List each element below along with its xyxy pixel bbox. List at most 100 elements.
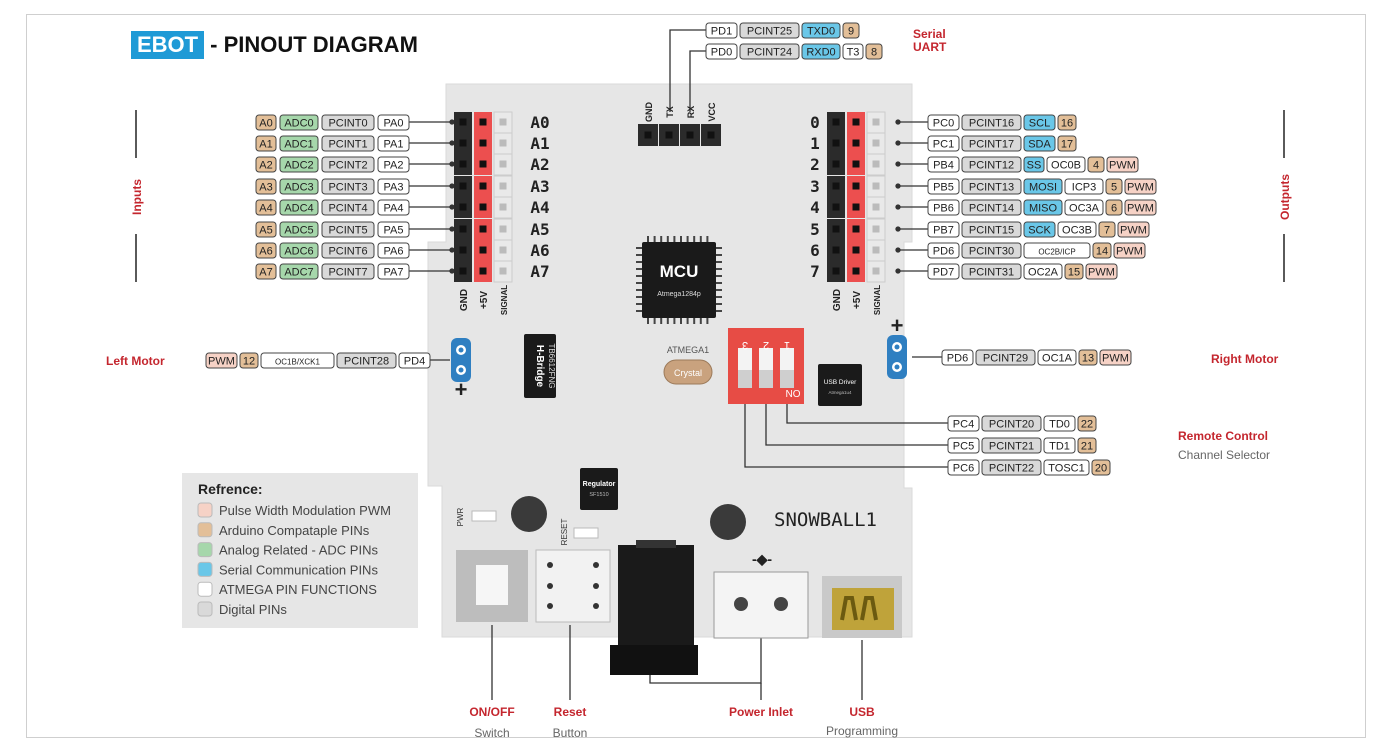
top-header-pin-3 [701,124,721,146]
right-pin-dot-5 [895,226,901,232]
reset-label: Reset [554,705,587,719]
left-pin-row-4-cell-0-text: A4 [259,203,272,215]
right-board-label-3: 3 [810,177,820,196]
right-pin-row-6-cell-0: PD6 [927,242,960,259]
right-pin-row-2-cell-4: 4 [1087,156,1105,173]
regulator-chip: Regulator SF1510 [580,468,618,510]
uart-tx-wire [669,29,706,112]
left-motor-row-cell-4: PD4 [398,352,431,369]
left-motor-row-cell-3: PCINT28 [336,352,397,369]
right-header-pin-6-2 [866,239,886,262]
left-header-col-label-0: GND [459,289,470,311]
left-pin-row-2-cell-2-text: PCINT2 [328,160,367,172]
left-pin-dot-7 [449,268,455,274]
left-pin-row-4-cell-1: ADC4 [279,199,319,216]
left-pin-row-6-cell-0-text: A6 [259,246,272,258]
right-header-pin-0-0 [827,112,845,133]
left-pin-row-4-cell-3-text: PA4 [384,203,404,215]
dip-switch[interactable]: 3 2 1 ON [728,328,804,404]
uart-row-0-cell-2-text: TXD0 [807,26,835,38]
legend-item-1: Arduino Compataple PINs [197,522,370,538]
remote-row-2-cell-1-text: PCINT22 [989,463,1034,475]
mcu-title: MCU [660,262,699,281]
power-terminal[interactable] [713,571,809,639]
legend-title: Refrence: [198,481,263,497]
left-pin-row-2-cell-3: PA2 [377,156,410,173]
left-motor-row-cell-3-text: PCINT28 [344,356,389,368]
right-pin-row-7-cell-4-text: PWM [1088,267,1115,279]
power-jack[interactable] [610,540,698,675]
left-board-label-6: A6 [530,241,549,260]
remote-row-0-cell-3-text: 22 [1081,419,1093,431]
right-pin-row-0-cell-2-text: SCL [1029,118,1050,130]
right-pin-row-2-cell-3: OC0B [1046,156,1086,173]
right-header-pin-5-1 [847,219,865,240]
right-pin-row-6-cell-1-text: PCINT30 [969,246,1014,258]
right-pin-row-6-cell-4-text: PWM [1116,246,1143,258]
left-header-pin-2-0 [454,154,472,175]
right-header-pin-4-0 [827,197,845,218]
left-pin-row-7-cell-3: PA7 [377,263,410,280]
on-off-switch[interactable] [456,550,528,622]
remote-row-1-cell-0: PC5 [947,437,980,454]
remote-row-1-cell-2: TD1 [1043,437,1076,454]
left-pin-row-7-cell-1: ADC7 [279,263,319,280]
right-header-pin-3-2 [866,175,886,198]
board-name: SNOWBALL1 [774,509,877,531]
left-pin-row-5-cell-3: PA5 [377,221,410,238]
right-pin-row-4-cell-4: 6 [1105,199,1123,216]
right-pin-dot-6 [895,247,901,253]
left-motor-connector [451,338,471,382]
uart-row-0-cell-0: PD1 [705,22,738,39]
left-header-pin-5-1 [474,219,492,240]
right-header-pin-1-0 [827,133,845,154]
left-pin-row-2-cell-0: A2 [255,156,277,173]
usb-connector[interactable] [822,576,902,638]
remote-row-2-cell-2: TOSC1 [1043,459,1090,476]
left-motor-row-cell-0: PWM [205,352,238,369]
channel-selector-label: Channel Selector [1178,448,1270,462]
left-pin-row-6-cell-2: PCINT6 [321,242,375,259]
jack-callout-wire [649,628,762,684]
left-header-pin-7-1 [474,261,492,282]
left-pin-row-3-cell-0-text: A3 [259,182,272,194]
top-header-label-2: RX [686,106,696,119]
dip-number-2: 2 [763,339,769,351]
left-pin-row-7-cell-3-text: PA7 [384,267,404,279]
left-pin-row-3-cell-0: A3 [255,178,277,195]
left-header-pin-5-2 [493,218,513,241]
right-pin-row-1-cell-1: PCINT17 [961,135,1022,152]
right-pin-row-2-cell-4-text: 4 [1093,160,1099,172]
left-pin-row-1-cell-1-text: ADC1 [284,139,313,151]
right-header-pin-5-0 [827,219,845,240]
crystal [663,359,713,385]
right-pin-row-3-cell-0: PB5 [927,178,960,195]
reset-button[interactable] [535,549,611,623]
hbridge-chip: H-Bridge TB6612FNG [524,334,556,398]
left-pin-row-0-cell-2: PCINT0 [321,114,375,131]
left-pin-dot-2 [449,161,455,167]
left-pin-row-5-cell-1: ADC5 [279,221,319,238]
power-inlet-label: Power Inlet [729,705,793,719]
remote-row-2-cell-1: PCINT22 [981,459,1042,476]
legend-item-label-0: Pulse Width Modulation PWM [219,503,391,518]
right-pin-row-4-cell-5: PWM [1124,199,1157,216]
left-pin-row-3-cell-2: PCINT3 [321,178,375,195]
uart-row-1-cell-0-text: PD0 [711,47,732,59]
remote-row-0-cell-0: PC4 [947,415,980,432]
right-pin-row-2-cell-5-text: PWM [1109,160,1136,172]
right-pin-row-5-cell-0: PB7 [927,221,960,238]
remote-row-0-cell-1: PCINT20 [981,415,1042,432]
right-pin-row-5-cell-3-text: OC3B [1062,225,1092,237]
crystal-label: Crystal [674,368,702,378]
uart-row-1-cell-3: T3 [842,43,864,60]
right-header-col-label-0: GND [832,289,843,311]
uart-row-1-cell-4: 8 [865,43,883,60]
uart-row-1-cell-3-text: T3 [847,47,860,59]
right-pin-row-4-cell-2-text: MISO [1029,203,1058,215]
right-header-pin-3-1 [847,176,865,197]
right-pin-row-4-cell-1-text: PCINT14 [969,203,1014,215]
right-board-label-0: 0 [810,113,820,132]
right-header-pin-7-2 [866,260,886,283]
left-motor-row-cell-1-text: 12 [243,356,255,368]
